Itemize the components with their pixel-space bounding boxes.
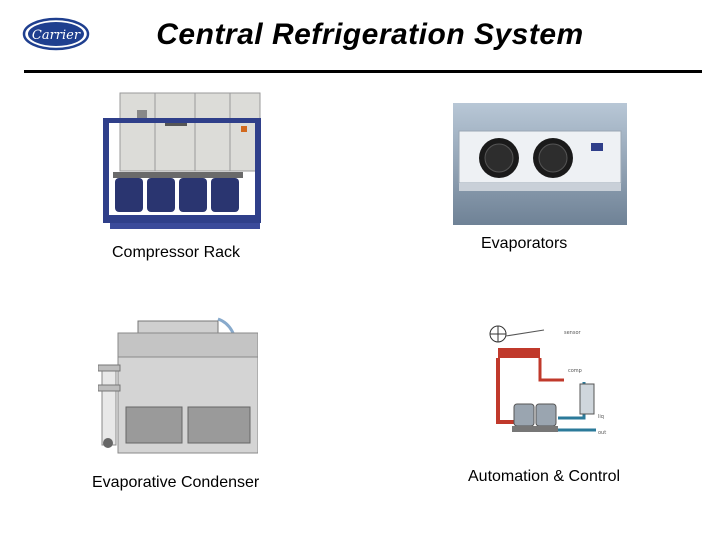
caption-automation-control: Automation & Control <box>468 468 621 485</box>
svg-text:Carrier: Carrier <box>32 28 81 43</box>
automation-control-diagram: sensor comp liq out <box>484 322 624 458</box>
title-divider <box>24 70 702 73</box>
evaporative-condenser-image <box>98 315 258 458</box>
caption-evaporative-condenser: Evaporative Condenser <box>92 474 260 491</box>
carrier-logo: Carrier <box>22 17 90 51</box>
compressor-rack-image <box>95 90 270 240</box>
page-title: Central Refrigeration System <box>156 18 584 51</box>
svg-text:comp: comp <box>568 368 582 374</box>
svg-text:out: out <box>598 430 606 436</box>
caption-compressor-rack: Compressor Rack <box>112 244 241 261</box>
caption-evaporators: Evaporators <box>481 235 568 252</box>
evaporator-unit-image <box>453 103 627 225</box>
svg-text:sensor: sensor <box>564 330 582 336</box>
svg-text:liq: liq <box>598 414 604 420</box>
